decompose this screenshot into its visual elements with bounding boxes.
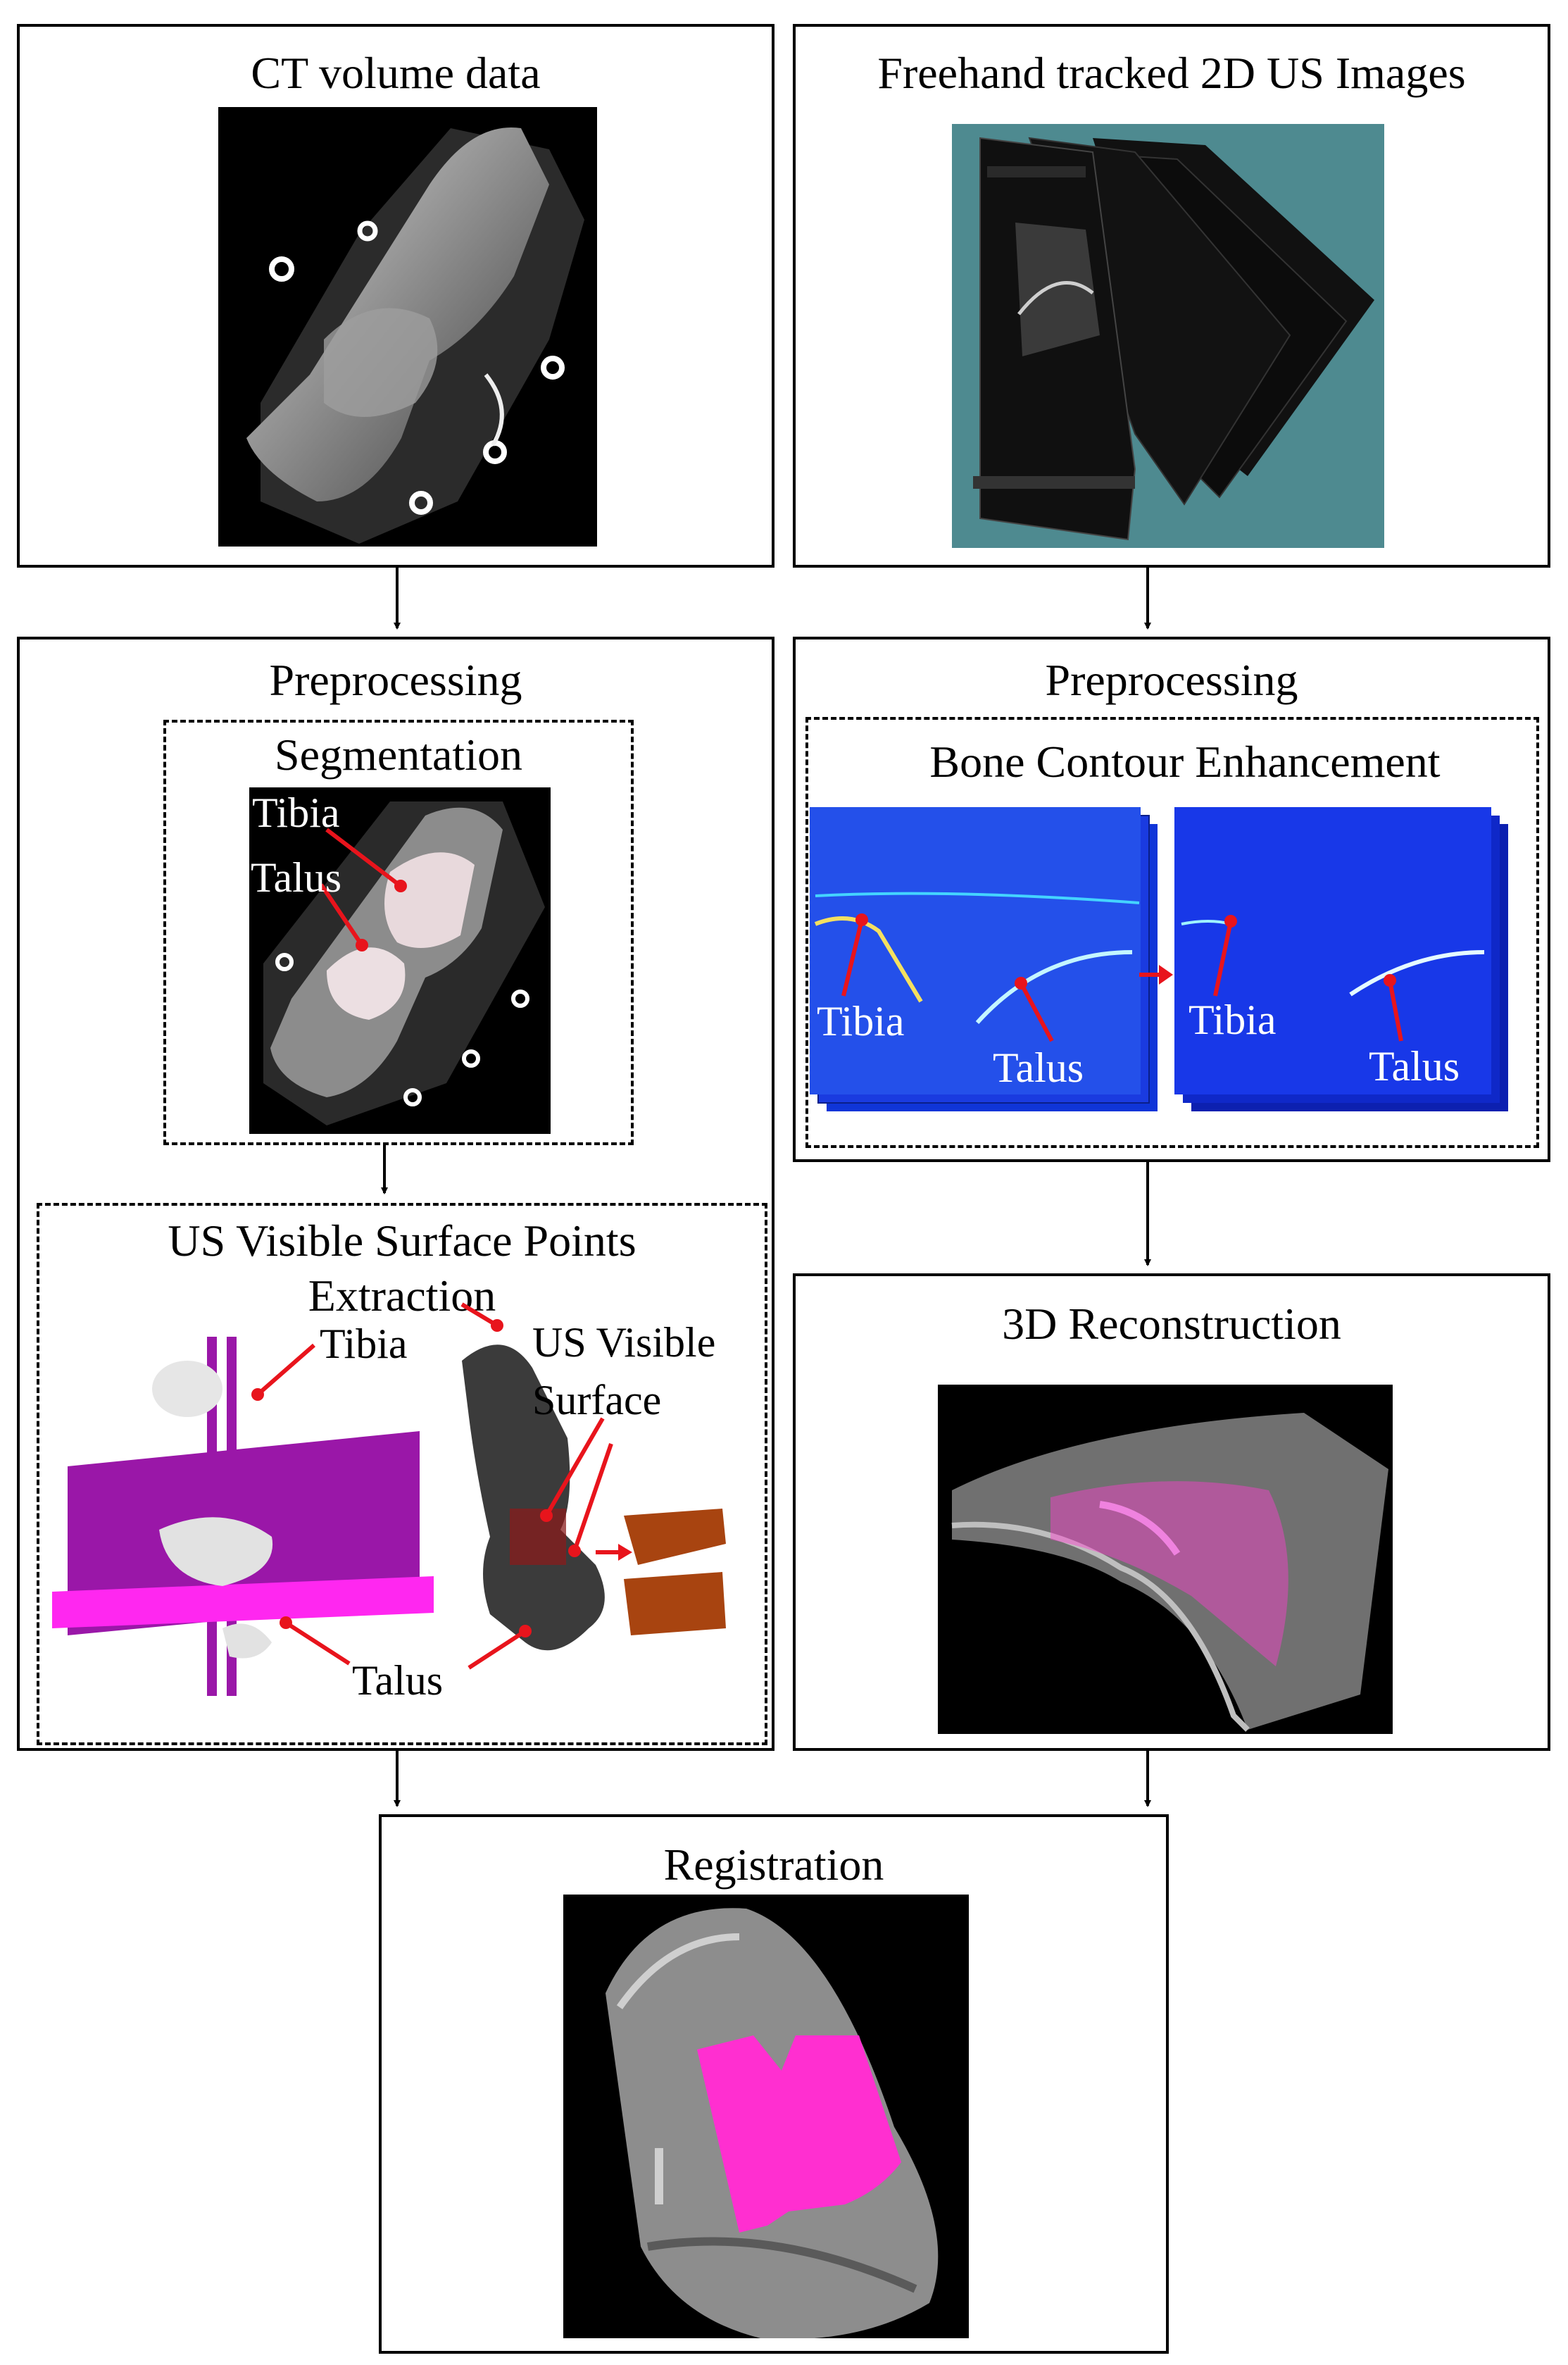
preprocessing-left-title: Preprocessing	[269, 655, 522, 705]
preprocessing-left-box: Preprocessing Segmentation Tibia Talus	[17, 637, 774, 1751]
extraction-illustration	[52, 1302, 726, 1696]
preprocessing-right-box: Preprocessing Bone Contour Enhancement T…	[793, 637, 1550, 1162]
preprocessing-right-title: Preprocessing	[1045, 655, 1298, 705]
enhancement-tibia-label-after: Tibia	[1188, 997, 1277, 1043]
us-stack-image	[952, 124, 1384, 548]
us-images-title: Freehand tracked 2D US Images	[877, 48, 1466, 98]
ct-volume-image	[218, 107, 597, 547]
enhancement-illustration	[810, 807, 1508, 1111]
reconstruction-image	[938, 1385, 1393, 1734]
segmentation-talus-label: Talus	[251, 854, 342, 901]
reconstruction-box: 3D Reconstruction	[793, 1273, 1550, 1751]
extraction-title-line1: US Visible Surface Points	[168, 1216, 636, 1266]
extraction-surface-label-line2: Surface	[532, 1377, 662, 1423]
enhancement-talus-label-after: Talus	[1369, 1043, 1460, 1090]
segmentation-image: Tibia Talus	[249, 787, 551, 1134]
enhancement-talus-label-before: Talus	[993, 1044, 1084, 1091]
registration-box: Registration	[379, 1814, 1169, 2354]
reconstruction-title: 3D Reconstruction	[1002, 1299, 1341, 1349]
extraction-surface-label-line1: US Visible	[532, 1319, 716, 1366]
segmentation-box: Segmentation Tibia Talus	[163, 720, 634, 1145]
enhancement-box: Bone Contour Enhancement Tibia Talus Tib…	[805, 717, 1539, 1148]
segmentation-title: Segmentation	[275, 730, 522, 780]
extraction-tibia-label: Tibia	[320, 1321, 408, 1367]
registration-image	[563, 1895, 969, 2338]
ct-volume-title: CT volume data	[251, 48, 541, 98]
us-images-box: Freehand tracked 2D US Images	[793, 24, 1550, 568]
extraction-title-line2: Extraction	[308, 1271, 496, 1321]
segmentation-tibia-label: Tibia	[252, 790, 340, 836]
extraction-talus-label: Talus	[352, 1657, 444, 1704]
ct-volume-box: CT volume data	[17, 24, 774, 568]
registration-title: Registration	[663, 1840, 884, 1890]
extraction-box: US Visible Surface Points Extraction Tib…	[37, 1203, 767, 1745]
enhancement-tibia-label-before: Tibia	[817, 998, 905, 1044]
enhancement-title: Bone Contour Enhancement	[929, 737, 1441, 787]
